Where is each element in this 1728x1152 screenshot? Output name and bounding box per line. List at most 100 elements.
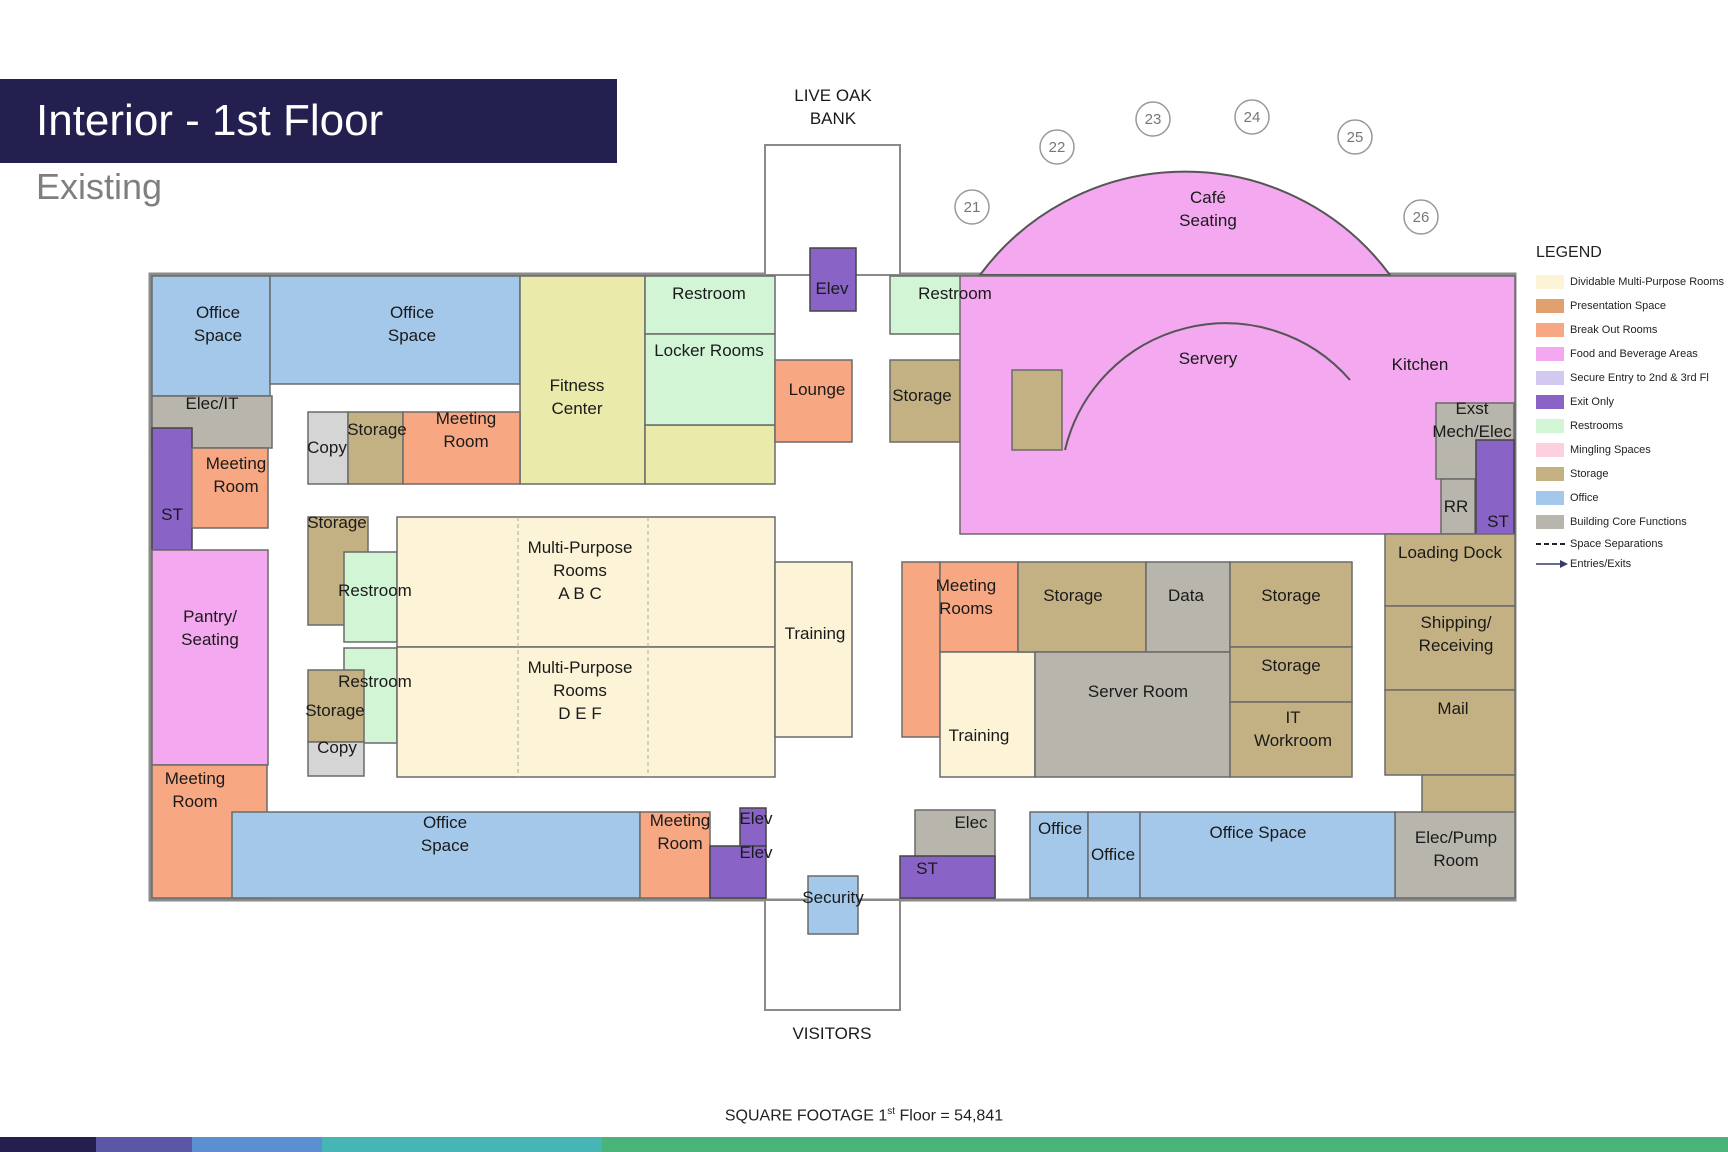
label-storage-r2: Storage bbox=[1043, 586, 1103, 605]
room-shipping-receiving bbox=[1384, 605, 1516, 691]
label-entrance-top-2: BANK bbox=[810, 109, 857, 128]
label-elev-b1: Elev bbox=[739, 809, 773, 828]
band-segment bbox=[602, 1137, 1728, 1152]
room-copy-1 bbox=[307, 411, 349, 485]
legend-item: Dividable Multi-Purpose Rooms bbox=[1536, 270, 1726, 294]
room-training-1 bbox=[774, 561, 853, 738]
label-office-space-4: Office Space bbox=[1209, 823, 1306, 842]
legend-item: Mingling Spaces bbox=[1536, 438, 1726, 462]
label-entrance-top-1: LIVE OAK bbox=[794, 86, 872, 105]
room-elev-b1 bbox=[739, 807, 767, 847]
label-restroom-l2: Restroom bbox=[338, 672, 412, 691]
column-circle bbox=[1135, 101, 1171, 137]
label-copy-2: Copy bbox=[317, 738, 357, 757]
room-training-2 bbox=[939, 651, 1036, 778]
label-office-2: Office bbox=[1091, 845, 1135, 864]
room-storage-r3 bbox=[1229, 561, 1353, 648]
room-office-space-2 bbox=[269, 275, 521, 385]
column-circle bbox=[1234, 99, 1270, 135]
column-circle bbox=[1337, 119, 1373, 155]
column-circle bbox=[1039, 129, 1075, 165]
band-segment bbox=[96, 1137, 192, 1152]
column-label: 22 bbox=[1049, 139, 1066, 156]
room-data bbox=[1145, 561, 1231, 653]
label-st-bottom: ST bbox=[916, 859, 938, 878]
room-storage-l1 bbox=[347, 411, 404, 485]
label-server-room: Server Room bbox=[1088, 682, 1188, 701]
room-st-right bbox=[1475, 439, 1515, 545]
label-elec: Elec bbox=[954, 813, 988, 832]
room-st-left bbox=[151, 427, 193, 551]
column-label: 25 bbox=[1347, 129, 1364, 146]
column-label: 26 bbox=[1413, 209, 1430, 226]
column-label: 21 bbox=[964, 199, 981, 216]
legend-item: Building Core Functions bbox=[1536, 510, 1726, 534]
legend-label: Food and Beverage Areas bbox=[1570, 348, 1698, 360]
label-storage-l3: Storage bbox=[305, 701, 365, 720]
room-fitness-center bbox=[519, 275, 646, 485]
room-meeting-rooms-r2 bbox=[939, 561, 1019, 653]
label-pantry: Pantry/Seating bbox=[181, 607, 239, 649]
legend-label: Entries/Exits bbox=[1570, 558, 1632, 570]
column-label: 24 bbox=[1244, 109, 1261, 126]
band-segment bbox=[192, 1137, 322, 1152]
room-server-room bbox=[1034, 651, 1231, 778]
label-locker: Locker Rooms bbox=[654, 341, 764, 360]
room-it-workroom bbox=[1229, 701, 1353, 778]
label-entrance-bottom: VISITORS bbox=[792, 1024, 871, 1043]
label-mail: Mail bbox=[1437, 699, 1468, 718]
room-office-space-3 bbox=[231, 811, 641, 899]
legend-label: Dividable Multi-Purpose Rooms bbox=[1570, 276, 1725, 288]
label-restroom-top-right: Restroom bbox=[918, 284, 992, 303]
legend-item: Entries/Exits bbox=[1536, 554, 1726, 574]
room-storage-r4 bbox=[1229, 646, 1353, 703]
room-mpr-def bbox=[396, 646, 776, 778]
room-office-space-4 bbox=[1139, 811, 1396, 899]
legend-item: Break Out Rooms bbox=[1536, 318, 1726, 342]
label-elev-top: Elev bbox=[815, 279, 849, 298]
band-segment bbox=[322, 1137, 602, 1152]
legend-label: Secure Entry to 2nd & 3rd Fl bbox=[1570, 372, 1709, 384]
label-st-right: ST bbox=[1487, 512, 1509, 531]
legend-swatch bbox=[1536, 515, 1564, 529]
arrow-right-icon bbox=[1536, 557, 1570, 571]
label-storage-r4: Storage bbox=[1261, 656, 1321, 675]
room-meeting-rooms-r bbox=[901, 561, 941, 738]
label-training-1: Training bbox=[785, 624, 846, 643]
servery-wall bbox=[1064, 322, 1351, 451]
legend-title: LEGEND bbox=[1536, 244, 1602, 261]
legend-item: Office bbox=[1536, 486, 1726, 510]
legend-label: Building Core Functions bbox=[1570, 516, 1687, 528]
label-storage-l2: Storage bbox=[307, 513, 367, 532]
label-servery: Servery bbox=[1179, 349, 1238, 368]
column-circle bbox=[1403, 199, 1439, 235]
band-segment bbox=[0, 1137, 96, 1152]
label-training-2: Training bbox=[949, 726, 1010, 745]
room-lounge bbox=[774, 359, 853, 443]
room-meeting-room-2 bbox=[191, 447, 269, 529]
legend-item: Presentation Space bbox=[1536, 294, 1726, 318]
footer-prefix: SQUARE FOOTAGE 1 bbox=[724, 1107, 888, 1125]
label-storage-l1: Storage bbox=[347, 420, 407, 439]
room-copy-2 bbox=[307, 741, 365, 777]
page-title: Interior - 1st Floor bbox=[36, 96, 384, 145]
title-bar: Interior - 1st Floor bbox=[0, 79, 617, 163]
legend-swatch bbox=[1536, 419, 1564, 433]
label-restroom-top-left: Restroom bbox=[672, 284, 746, 303]
dashed-line-icon bbox=[1536, 537, 1570, 551]
room-loading-dock bbox=[1384, 533, 1516, 607]
legend-label: Restrooms bbox=[1570, 420, 1624, 432]
